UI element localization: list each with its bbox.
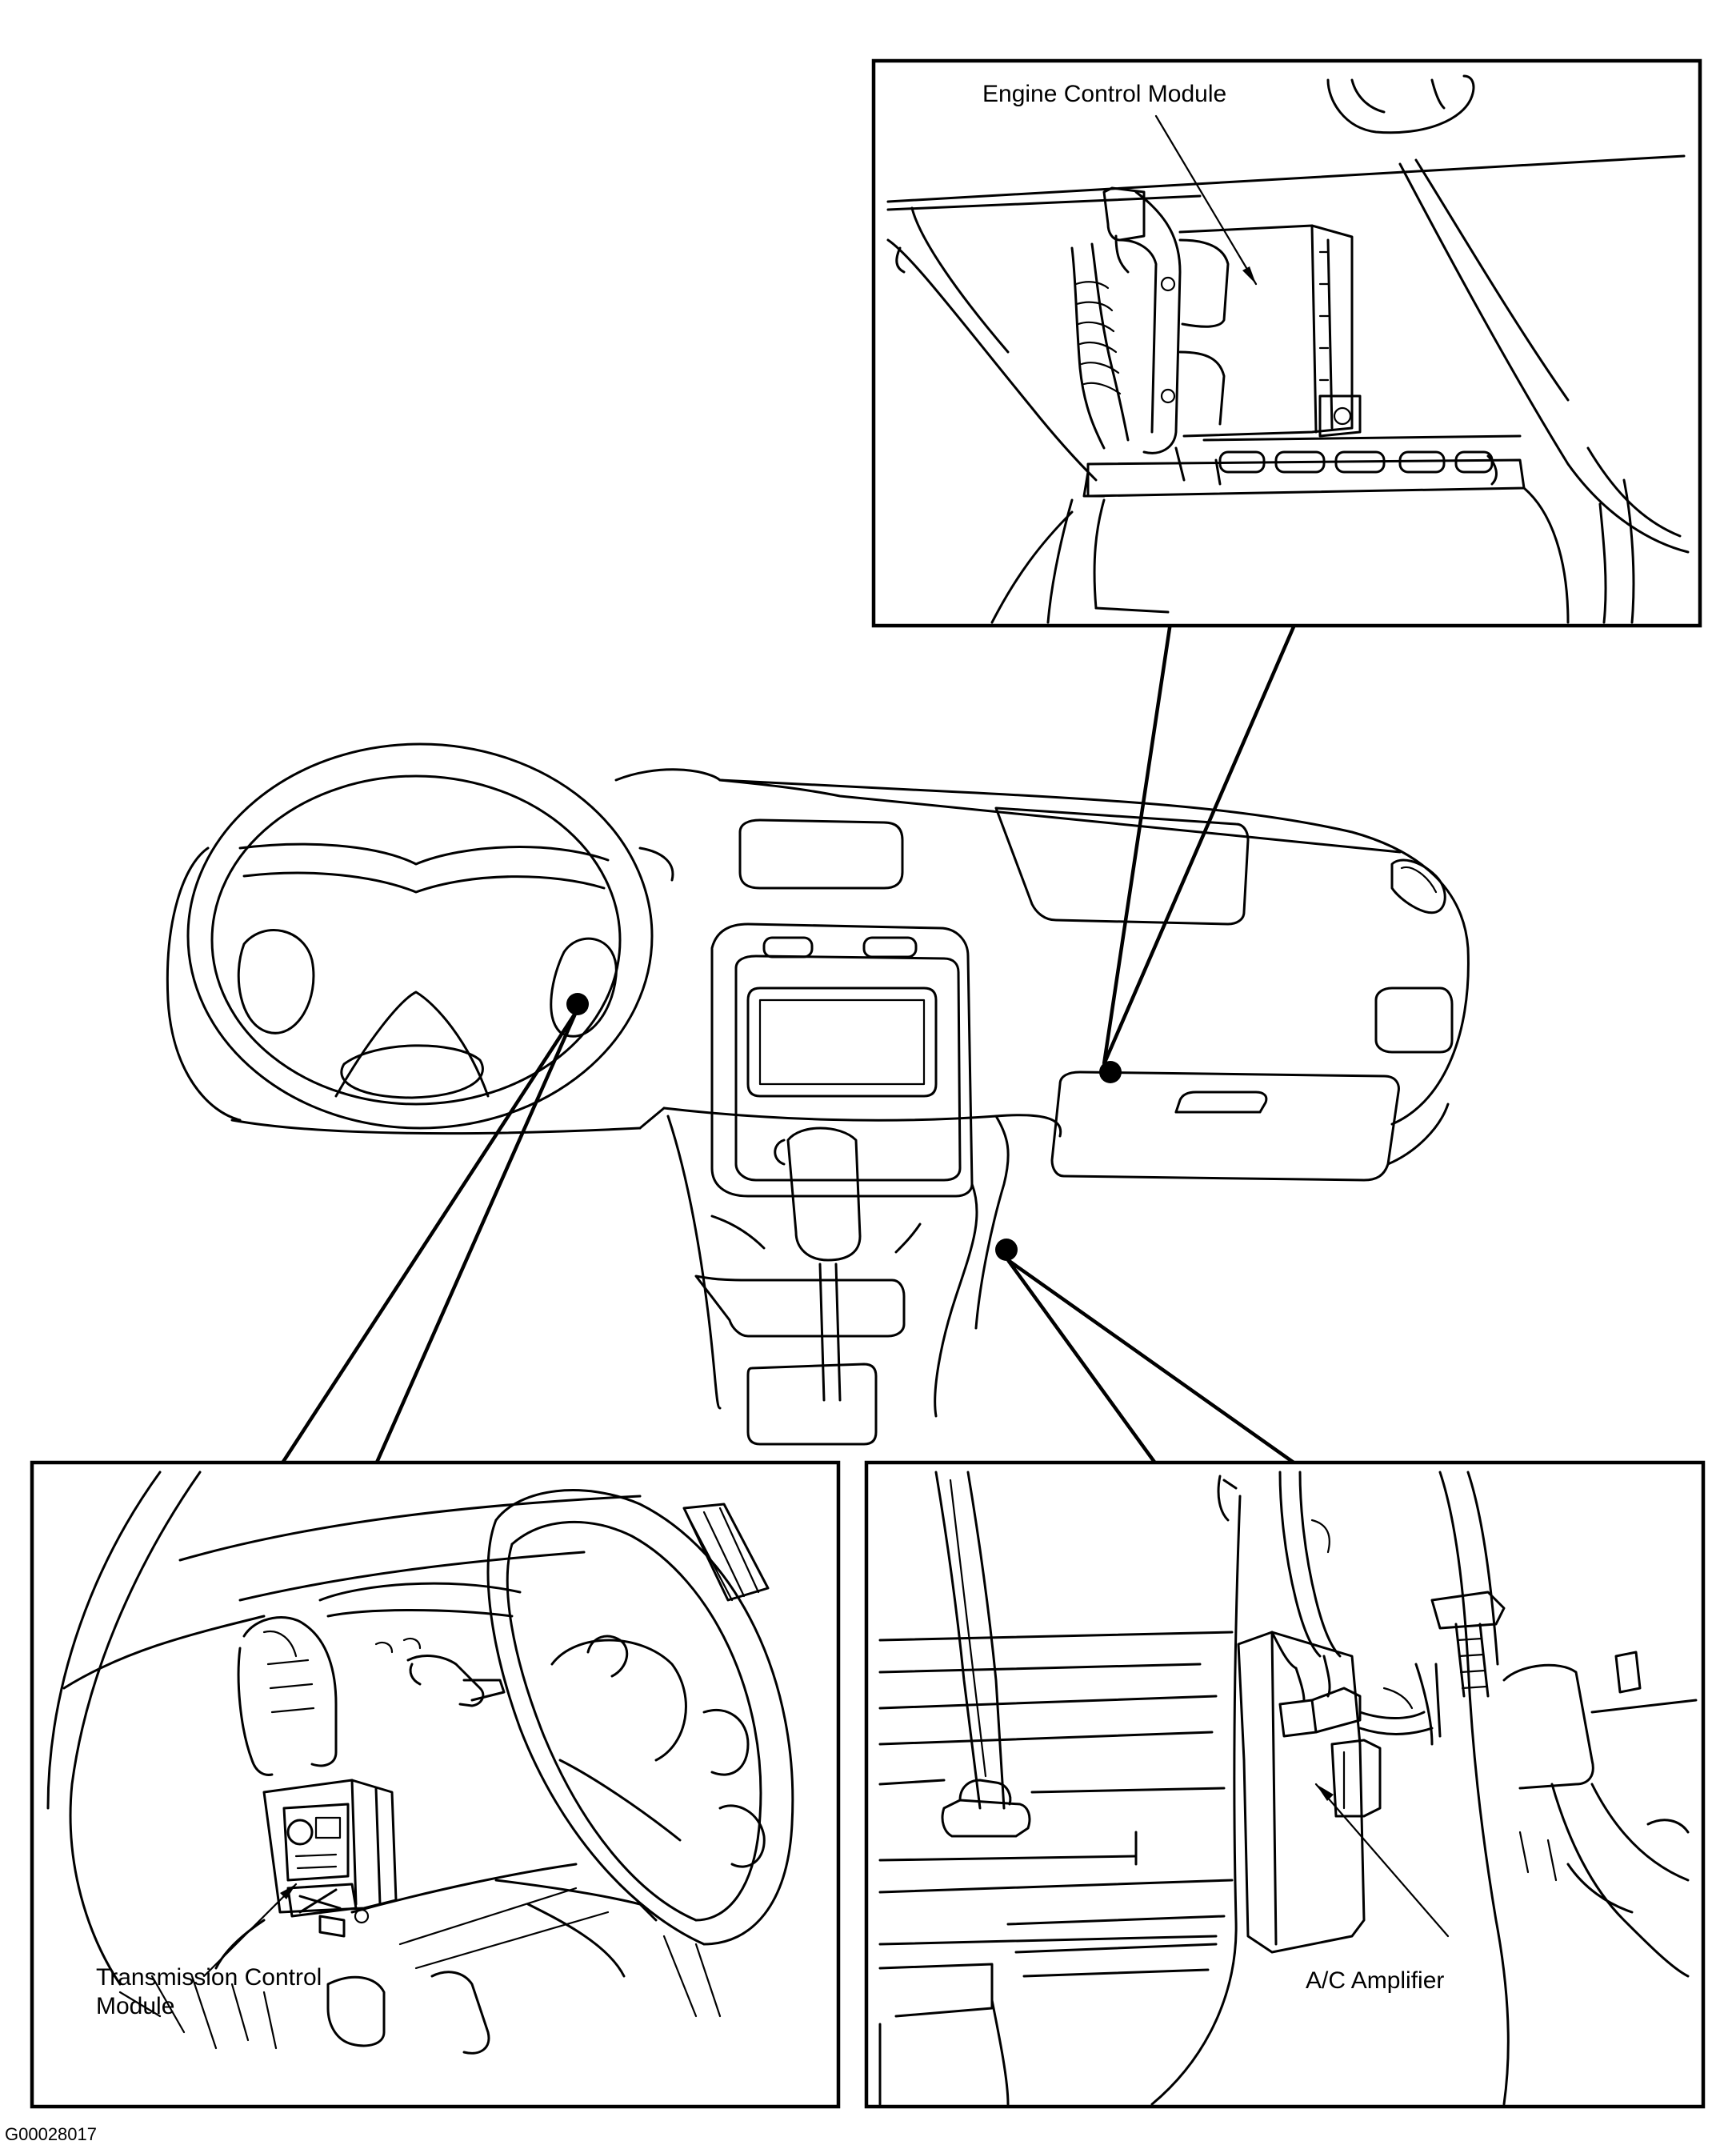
- ecm-inset: [871, 58, 1702, 628]
- transmission-control-module-label: Transmission Control Module: [96, 1964, 322, 2019]
- steering-wheel-outer: [186, 742, 654, 1130]
- ac-amplifier-label: A/C Amplifier: [1306, 1967, 1445, 1994]
- figure-id: G00028017: [5, 2124, 97, 2144]
- engine-control-module-label: Engine Control Module: [982, 81, 1227, 107]
- ac-amplifier-leader-line: [1314, 1783, 1450, 1938]
- callout-wedge-tcm: [278, 1010, 578, 1467]
- tcm-location-dot: [566, 993, 589, 1015]
- tcm-inset: [30, 1460, 841, 2109]
- steering-wheel-inner: [210, 774, 622, 1106]
- dashboard-overview: [166, 742, 1470, 1446]
- ecm-leader-line: [1154, 114, 1258, 286]
- ac-amplifier-location-dot: [995, 1239, 1018, 1261]
- ac-amplifier-inset: [864, 1460, 1706, 2109]
- callout-wedge-ac: [1006, 1259, 1302, 1467]
- ecm-inset-frame: [871, 58, 1702, 628]
- tcm-leader-line: [202, 1883, 298, 1978]
- ecm-location-dot: [1099, 1061, 1122, 1083]
- tcm-inset-frame: [30, 1460, 841, 2109]
